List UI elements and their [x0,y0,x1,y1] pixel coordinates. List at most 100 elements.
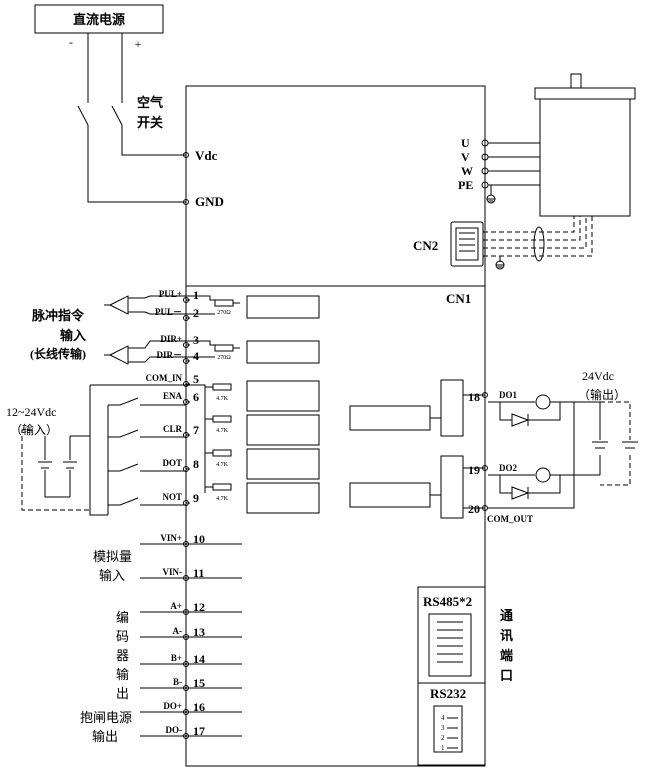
pin-number: 5 [193,372,199,386]
do2-label: DO2 [499,463,518,473]
do2-pin: 19 [468,463,480,477]
breaker-label-1: 空气 [137,95,163,110]
pulse-label-1: 脉冲指令 [31,308,85,323]
comm-label-4: 口 [500,668,513,683]
pulse-label-2: 输入 [60,328,86,343]
pin-signal: DIR－ [156,350,182,360]
cn1-pin-9: 9 NOT [162,491,199,506]
brake-label-1: 抱闸电源 [80,710,132,725]
pin-signal: CLR [163,424,183,434]
pin-number: 2 [193,306,199,320]
cn1-pin-5: 5 COM_IN [146,372,199,387]
motor-v: V [461,150,470,164]
cn1-pin-17: 17 DO- [140,724,242,739]
pin-signal: B- [173,677,182,687]
pin-number: 6 [193,390,199,404]
comm-ports: RS485*2 RS232 4 3 2 1 通 讯 端 口 [423,594,513,753]
output-voltage-1: 24Vdc [582,369,614,383]
com-pin: 20 [468,502,480,516]
encoder-label-3: 器 [116,648,129,663]
power-plus: + [135,37,142,51]
pin-number: 11 [193,566,204,580]
rs232-pin-2: 2 [441,734,445,742]
cn1-pin-3: 3 DIR+ [160,333,199,348]
cn1-pin-6: 6 ENA [163,390,199,405]
pin-number: 8 [193,457,199,471]
analog-label-2: 输入 [99,568,125,583]
r47-label-b: 4.7K [216,428,229,434]
pin-number: 9 [193,491,199,505]
motor-u: U [461,136,470,150]
pin-number: 14 [193,652,205,666]
pin-signal: DO- [166,725,183,735]
r270-label-a: 270Ω [217,310,231,316]
comm-label-2: 讯 [500,628,513,643]
motor-pe: PE [458,178,473,192]
power-wiring: 空气 开关 [77,33,186,203]
pin-signal: VIN+ [160,533,182,543]
comm-label-1: 通 [500,608,513,623]
cn1-pin-8: 8 DOT [162,457,199,472]
cn1-label: CN1 [446,291,471,306]
do1-pin: 18 [468,390,480,404]
pin-signal: DO+ [163,701,182,711]
pin-number: 13 [193,625,205,639]
pin-number: 17 [193,724,205,738]
pulse-label-3: (长线传输) [30,346,86,361]
cn1-pin-12: 12 A+ [140,600,242,615]
pin-signal: PUL－ [155,307,182,317]
rs485-title: RS485*2 [423,594,472,609]
pulse-inputs: 脉冲指令 输入 (长线传输) 270Ω 270Ω [30,295,320,365]
motor: U V W PE [450,73,636,270]
pin-number: 1 [193,288,199,302]
gnd-label: GND [195,194,224,209]
vdc-label: Vdc [195,148,218,163]
pin-signal: NOT [162,492,182,502]
driver-box: Vdc GND CN1 CN2 [183,85,486,767]
pin-signal: B+ [171,653,182,663]
pin-number: 16 [193,700,205,714]
pin-number: 3 [193,333,199,347]
encoder-label-4: 输 [116,667,129,682]
pin-number: 4 [193,349,199,363]
encoder-label-2: 码 [116,629,129,644]
dc-power-supply: 直流电源 - + [34,4,164,51]
cn1-pin-15: 15 B- [140,676,242,691]
cn2-label: CN2 [413,238,438,253]
cn1-pin-14: 14 B+ [140,652,242,667]
digital-inputs: 4.7K 4.7K 4.7K 4.7K 12~24Vdc （输入） [6,380,320,516]
r47-label-a: 4.7K [216,396,229,402]
com-out-label: COM_OUT [487,514,533,524]
cn1-pin-1: 1 PUL+ [159,288,199,303]
pin-number: 12 [193,600,205,614]
analog-label-1: 模拟量 [93,549,132,564]
rs232-pin-1: 1 [441,744,445,752]
cn1-pin-4: 4 DIR－ [156,349,199,364]
rs232-pin-4: 4 [441,714,445,722]
power-title: 直流电源 [73,12,125,27]
brake-label-2: 输出 [92,729,118,744]
input-voltage-1: 12~24Vdc [6,405,56,419]
pin-signal: DIR+ [160,334,182,344]
pin-signal: A- [173,626,183,636]
pin-signal: ENA [163,391,183,401]
power-minus: - [69,35,73,49]
digital-outputs: 18 19 20 DO1 DO2 COM_OUT 24Vdc （输出） [349,369,638,524]
cn1-pins: 1 PUL+ 2 PUL－ 3 DIR+ 4 DIR－ 5 COM_IN 6 ENA 7 CLR 8 DOT 9… [140,288,242,739]
cn1-pin-10: 10 VIN+ [140,532,242,547]
pin-number: 15 [193,676,205,690]
motor-w: W [461,164,473,178]
pin-signal: COM_IN [146,373,183,383]
rs232-pin-3: 3 [441,724,445,732]
pin-number: 7 [193,423,199,437]
pin-signal: DOT [162,458,182,468]
pin-signal: A+ [170,601,182,611]
breaker-label-2: 开关 [137,115,163,130]
encoder-label-1: 编 [116,610,129,625]
lower-labels: 模拟量 输入 编 码 器 输 出 抱闸电源 输出 [80,549,132,744]
cn1-pin-13: 13 A- [140,625,242,640]
pin-number: 10 [193,532,205,546]
pin-signal: PUL+ [159,289,182,299]
output-voltage-2: （输出） [578,387,626,402]
